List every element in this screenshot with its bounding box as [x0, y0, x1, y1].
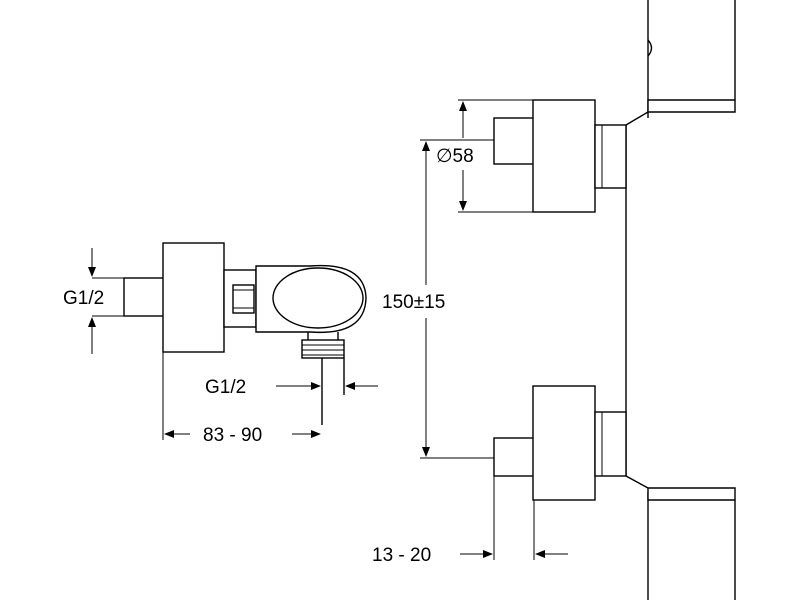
lower-wall-plate	[647, 487, 736, 501]
width-dimension	[162, 352, 321, 440]
width-label: 83 - 90	[203, 425, 262, 446]
outlet-thread-label: G1/2	[205, 377, 246, 398]
lower-eccentric	[594, 411, 627, 477]
depth-dimension	[460, 476, 568, 560]
center-distance-label: 150±15	[382, 292, 445, 313]
upper-inlet-stub	[493, 117, 535, 165]
diameter-dimension	[458, 99, 533, 213]
center-distance-dimension	[420, 139, 494, 459]
valve-cap	[232, 284, 255, 314]
upper-eccentric	[594, 124, 627, 189]
lower-rosette	[532, 385, 596, 501]
wall-rosette	[162, 242, 225, 353]
upper-rosette	[532, 99, 596, 213]
depth-label: 13 - 20	[372, 545, 431, 566]
diameter-label: ∅58	[436, 146, 474, 167]
handle-knob	[272, 267, 364, 329]
upper-wall-plate	[647, 99, 736, 113]
inlet-thread-dimension	[88, 248, 124, 354]
lower-inlet-stub	[493, 437, 535, 477]
inlet-thread-label: G1/2	[63, 288, 104, 309]
mixer-side-view	[123, 242, 367, 425]
inlet-stub	[123, 277, 165, 317]
wall-mount-view	[493, 0, 736, 600]
